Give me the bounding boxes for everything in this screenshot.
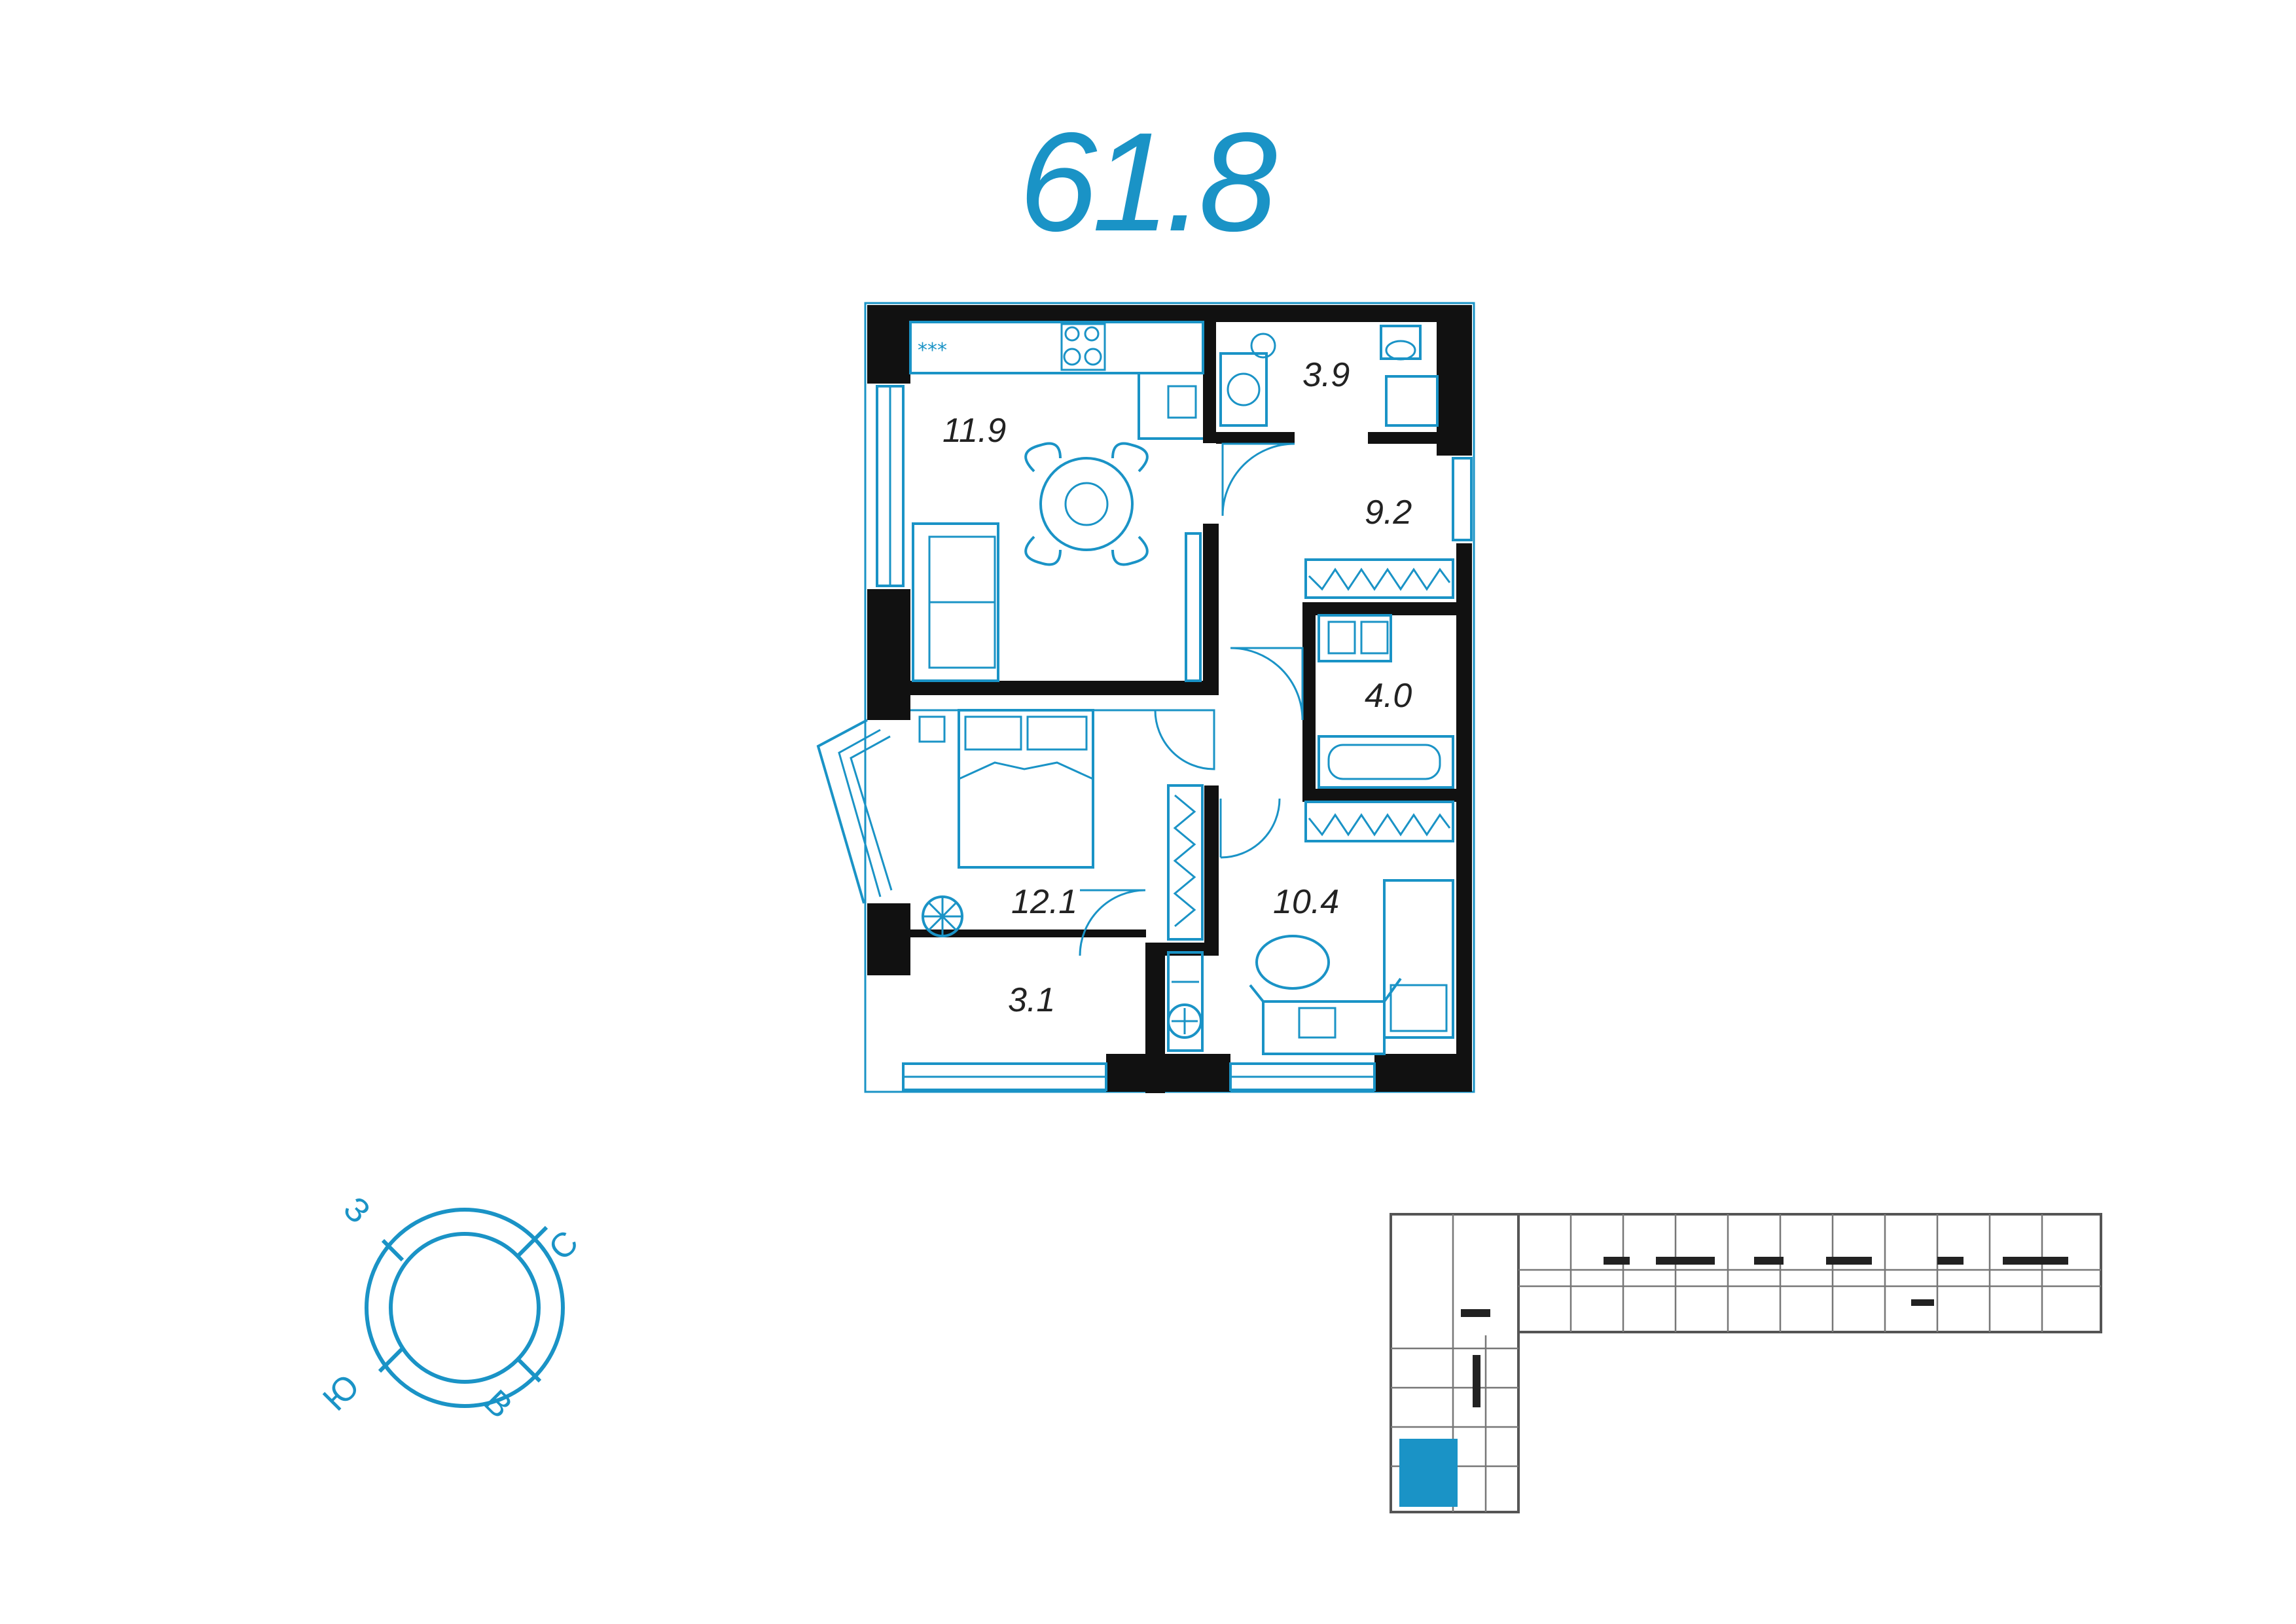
- storage-closet: [1167, 951, 1204, 1052]
- room-area-bedroom-2: 10.4: [1273, 883, 1339, 921]
- balcony-door: [1079, 889, 1146, 956]
- room-area-kitchen-living: 11.9: [942, 412, 1006, 450]
- total-area-title: 61.8: [1018, 103, 1277, 261]
- bay-window: [816, 719, 893, 904]
- bathroom-2-door: [1230, 647, 1304, 721]
- floor-wing-horizontal: [1406, 1213, 2102, 1333]
- bathroom-fixtures: [1219, 325, 1439, 427]
- corridor-door: [1154, 709, 1215, 770]
- room-area-bathroom-2: 4.0: [1365, 677, 1412, 715]
- compass-label-west: З: [336, 1189, 377, 1231]
- compass-tick-south: [378, 1346, 404, 1373]
- compass-label-south: Ю: [315, 1367, 367, 1418]
- compass-tick-west: [381, 1238, 404, 1262]
- kitchen-counter: ***: [909, 321, 1204, 440]
- compass-label-east: В: [476, 1382, 520, 1426]
- bathroom-door: [1221, 442, 1295, 516]
- room-area-balcony: 3.1: [1008, 981, 1055, 1019]
- floor-wall-accents: [1461, 1257, 2068, 1407]
- sofa: [912, 522, 999, 682]
- apartment-plan: ***: [816, 302, 1475, 1093]
- room-area-bedroom: 12.1: [1011, 883, 1077, 921]
- interior-walls: [910, 322, 1456, 956]
- bedroom-bed: [910, 709, 1145, 869]
- room-area-hallway: 9.2: [1365, 494, 1412, 532]
- compass-tick-east: [515, 1356, 542, 1383]
- floor-key-plan: [1390, 1213, 2102, 1513]
- svg-text:***: ***: [918, 339, 947, 362]
- dining-table: [1024, 442, 1149, 566]
- tv-stand: [1185, 532, 1202, 682]
- compass-label-north: С: [541, 1223, 586, 1268]
- compass-tick-north: [515, 1225, 548, 1259]
- bedroom-plant: [922, 895, 963, 937]
- corridor-wardrobe: [1167, 784, 1204, 941]
- compass-outer-ring: [365, 1208, 565, 1408]
- compass-inner-ring: [389, 1232, 541, 1384]
- hallway-wardrobe: [1304, 558, 1454, 599]
- room-area-bathroom: 3.9: [1302, 356, 1350, 394]
- exterior-walls: [867, 305, 1472, 1093]
- floor-unit-grid: [1391, 1214, 2101, 1512]
- bedroom-2-furniture: [1249, 801, 1454, 1055]
- room-labels: 11.9 3.9 9.2 4.0 12.1 3.1 10.4: [942, 356, 1412, 1019]
- bathroom-2-fixtures: [1318, 614, 1454, 789]
- bedroom-2-door: [1220, 798, 1281, 859]
- compass: З С Ю В: [315, 1189, 586, 1426]
- windows: [876, 385, 1473, 1091]
- floor-highlight-apartment[interactable]: [1399, 1439, 1458, 1507]
